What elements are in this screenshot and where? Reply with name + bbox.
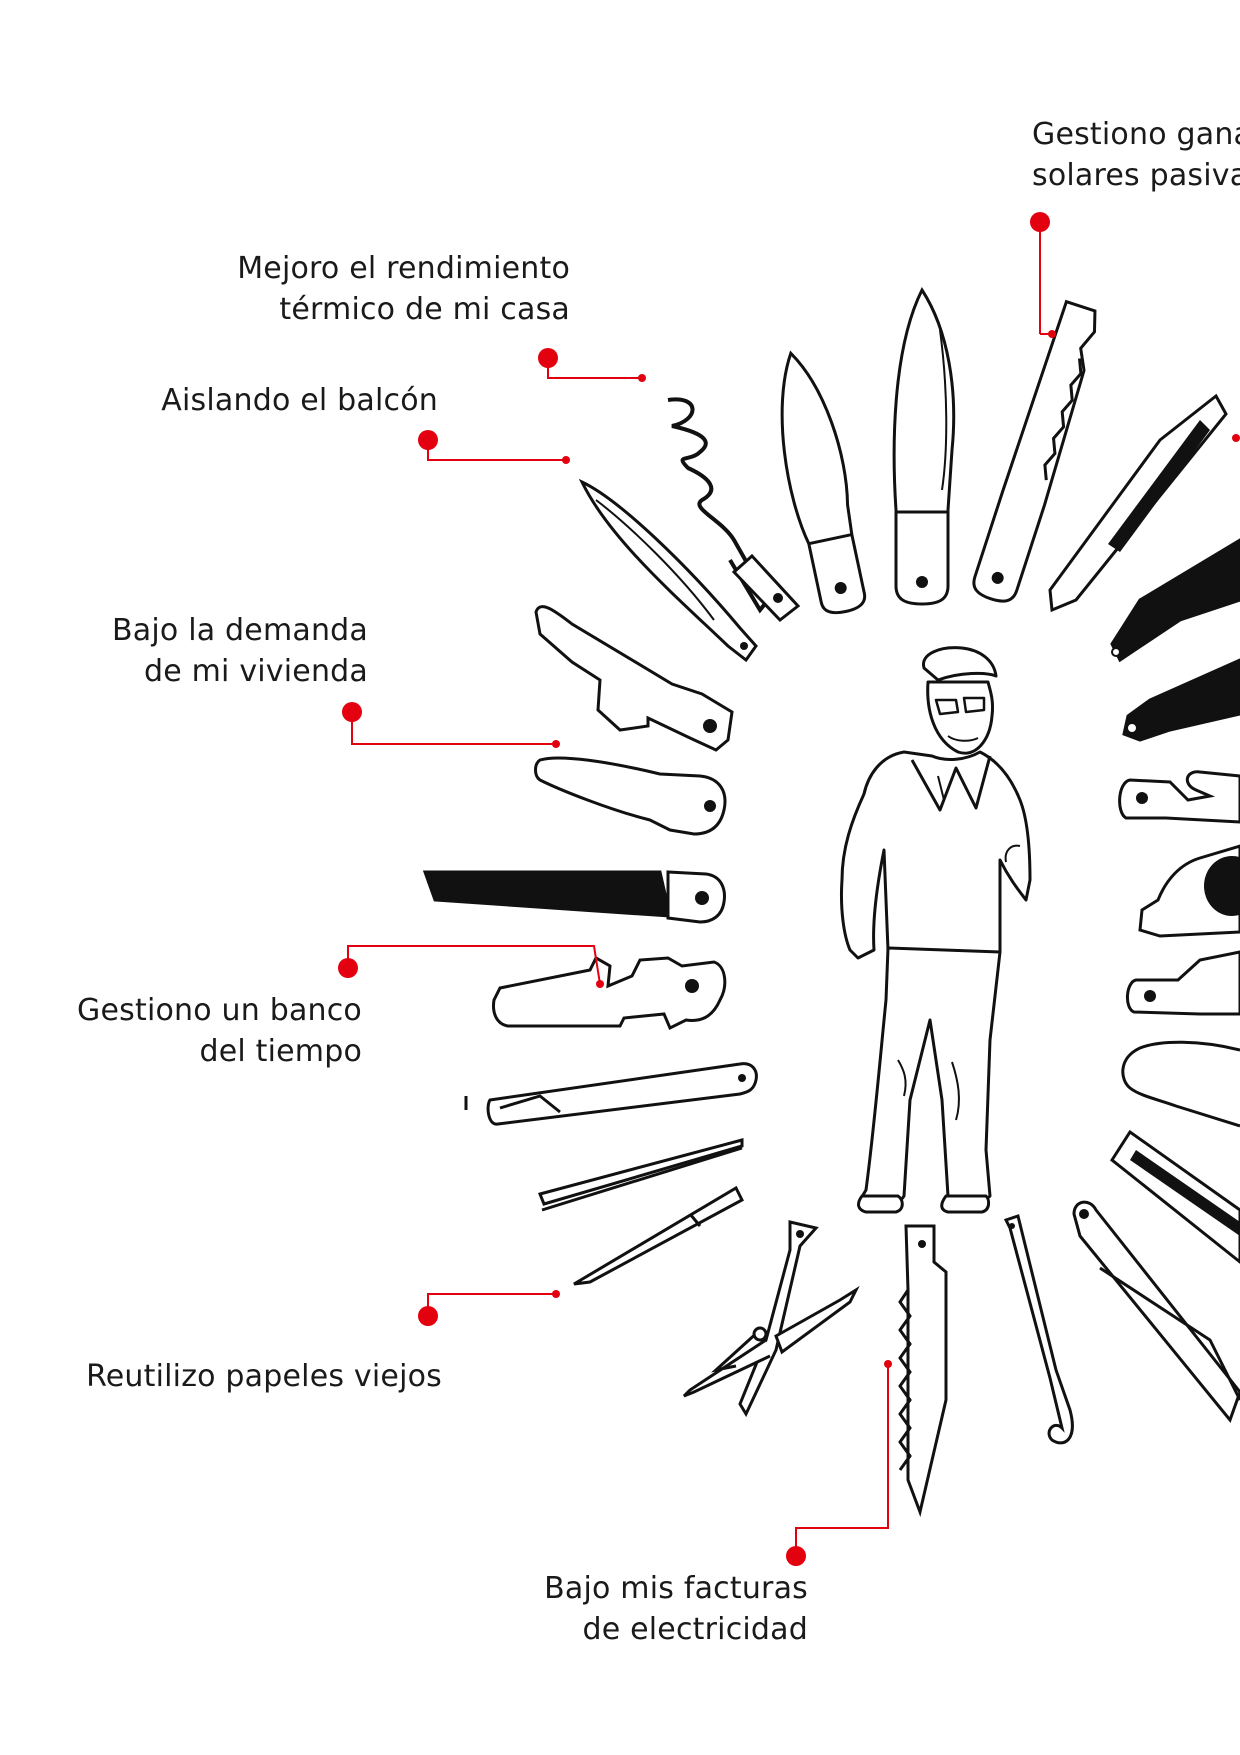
callout-rendimiento <box>547 358 642 379</box>
large-blade-icon <box>892 286 956 606</box>
blade-icon <box>1122 658 1240 742</box>
callout-end-papeles <box>552 1290 560 1298</box>
callout-facturas <box>795 1364 889 1556</box>
tweezers-icon <box>537 1138 744 1212</box>
file-icon <box>1048 393 1228 613</box>
callout-ganancias <box>1039 222 1052 335</box>
callout-dot-banco <box>338 958 358 978</box>
saw-blade-icon <box>1110 538 1240 663</box>
hook-icon <box>1121 1040 1240 1128</box>
label-banco: Gestiono un banco del tiempo <box>77 990 362 1072</box>
blade-icon <box>1072 1200 1240 1424</box>
blade-icon <box>780 350 867 615</box>
callout-end-right <box>1232 434 1240 442</box>
file-icon <box>1126 950 1240 1016</box>
label-rendimiento-line-1: Mejoro el rendimiento <box>237 251 570 286</box>
callout-end-demanda <box>552 740 560 748</box>
saw-blade-icon <box>972 299 1097 603</box>
callout-dot-demanda <box>342 702 362 722</box>
can-opener-icon <box>534 605 734 752</box>
blade-icon <box>578 478 758 663</box>
callout-demanda <box>351 712 556 745</box>
label-facturas-line-1: Bajo mis facturas <box>544 1571 808 1606</box>
scissors-icon <box>682 1220 860 1418</box>
callout-end-facturas <box>884 1360 892 1368</box>
can-opener-icon <box>1138 844 1240 938</box>
file-icon <box>534 756 727 836</box>
callout-dot-papeles <box>418 1306 438 1326</box>
callout-dot-facturas <box>786 1546 806 1566</box>
callout-banco <box>347 945 601 985</box>
label-papeles-line-1: Reutilizo papeles viejos <box>86 1359 442 1394</box>
label-balcon-line-1: Aislando el balcón <box>161 383 438 418</box>
hook-icon <box>1003 1214 1074 1445</box>
callout-balcon <box>427 440 566 461</box>
toothpick-icon <box>464 1062 758 1126</box>
label-rendimiento-line-2: térmico de mi casa <box>279 292 570 327</box>
callout-end-balcon <box>562 456 570 464</box>
label-papeles: Reutilizo papeles viejos <box>86 1356 442 1397</box>
label-banco-line-1: Gestiono un banco <box>77 993 362 1028</box>
large-blade-icon <box>422 870 726 924</box>
label-demanda: Bajo la demanda de mi vivienda <box>112 610 368 692</box>
bottle-opener-icon <box>1118 770 1240 824</box>
callout-dot-rendimiento <box>538 348 558 368</box>
label-ganancias-line-1: Gestiono ganancias <box>1032 117 1240 152</box>
label-rendimiento: Mejoro el rendimiento térmico de mi casa <box>237 248 570 330</box>
callout-dot-ganancias <box>1030 212 1050 232</box>
label-ganancias-line-2: solares pasivas <box>1032 158 1240 193</box>
callout-end-ganancias <box>1048 330 1056 338</box>
label-ganancias: Gestiono ganancias solares pasivas <box>1032 114 1240 196</box>
label-balcon: Aislando el balcón <box>161 380 438 421</box>
callout-end-banco <box>596 980 604 988</box>
blade-icon <box>1110 1129 1240 1264</box>
label-facturas: Bajo mis facturas de electricidad <box>544 1568 808 1650</box>
label-demanda-line-2: de mi vivienda <box>143 654 368 689</box>
label-facturas-line-2: de electricidad <box>582 1612 808 1647</box>
callout-end-rendimiento <box>638 374 646 382</box>
corkscrew-icon <box>667 397 801 623</box>
callout-papeles <box>427 1293 556 1316</box>
awl-icon <box>573 1185 744 1286</box>
label-demanda-line-1: Bajo la demanda <box>112 613 368 648</box>
label-banco-line-2: del tiempo <box>199 1034 362 1069</box>
wood-saw-icon <box>898 1224 948 1518</box>
elderly-man-figure <box>840 646 1032 1214</box>
bottle-opener-icon <box>492 955 727 1031</box>
callout-dot-balcon <box>418 430 438 450</box>
